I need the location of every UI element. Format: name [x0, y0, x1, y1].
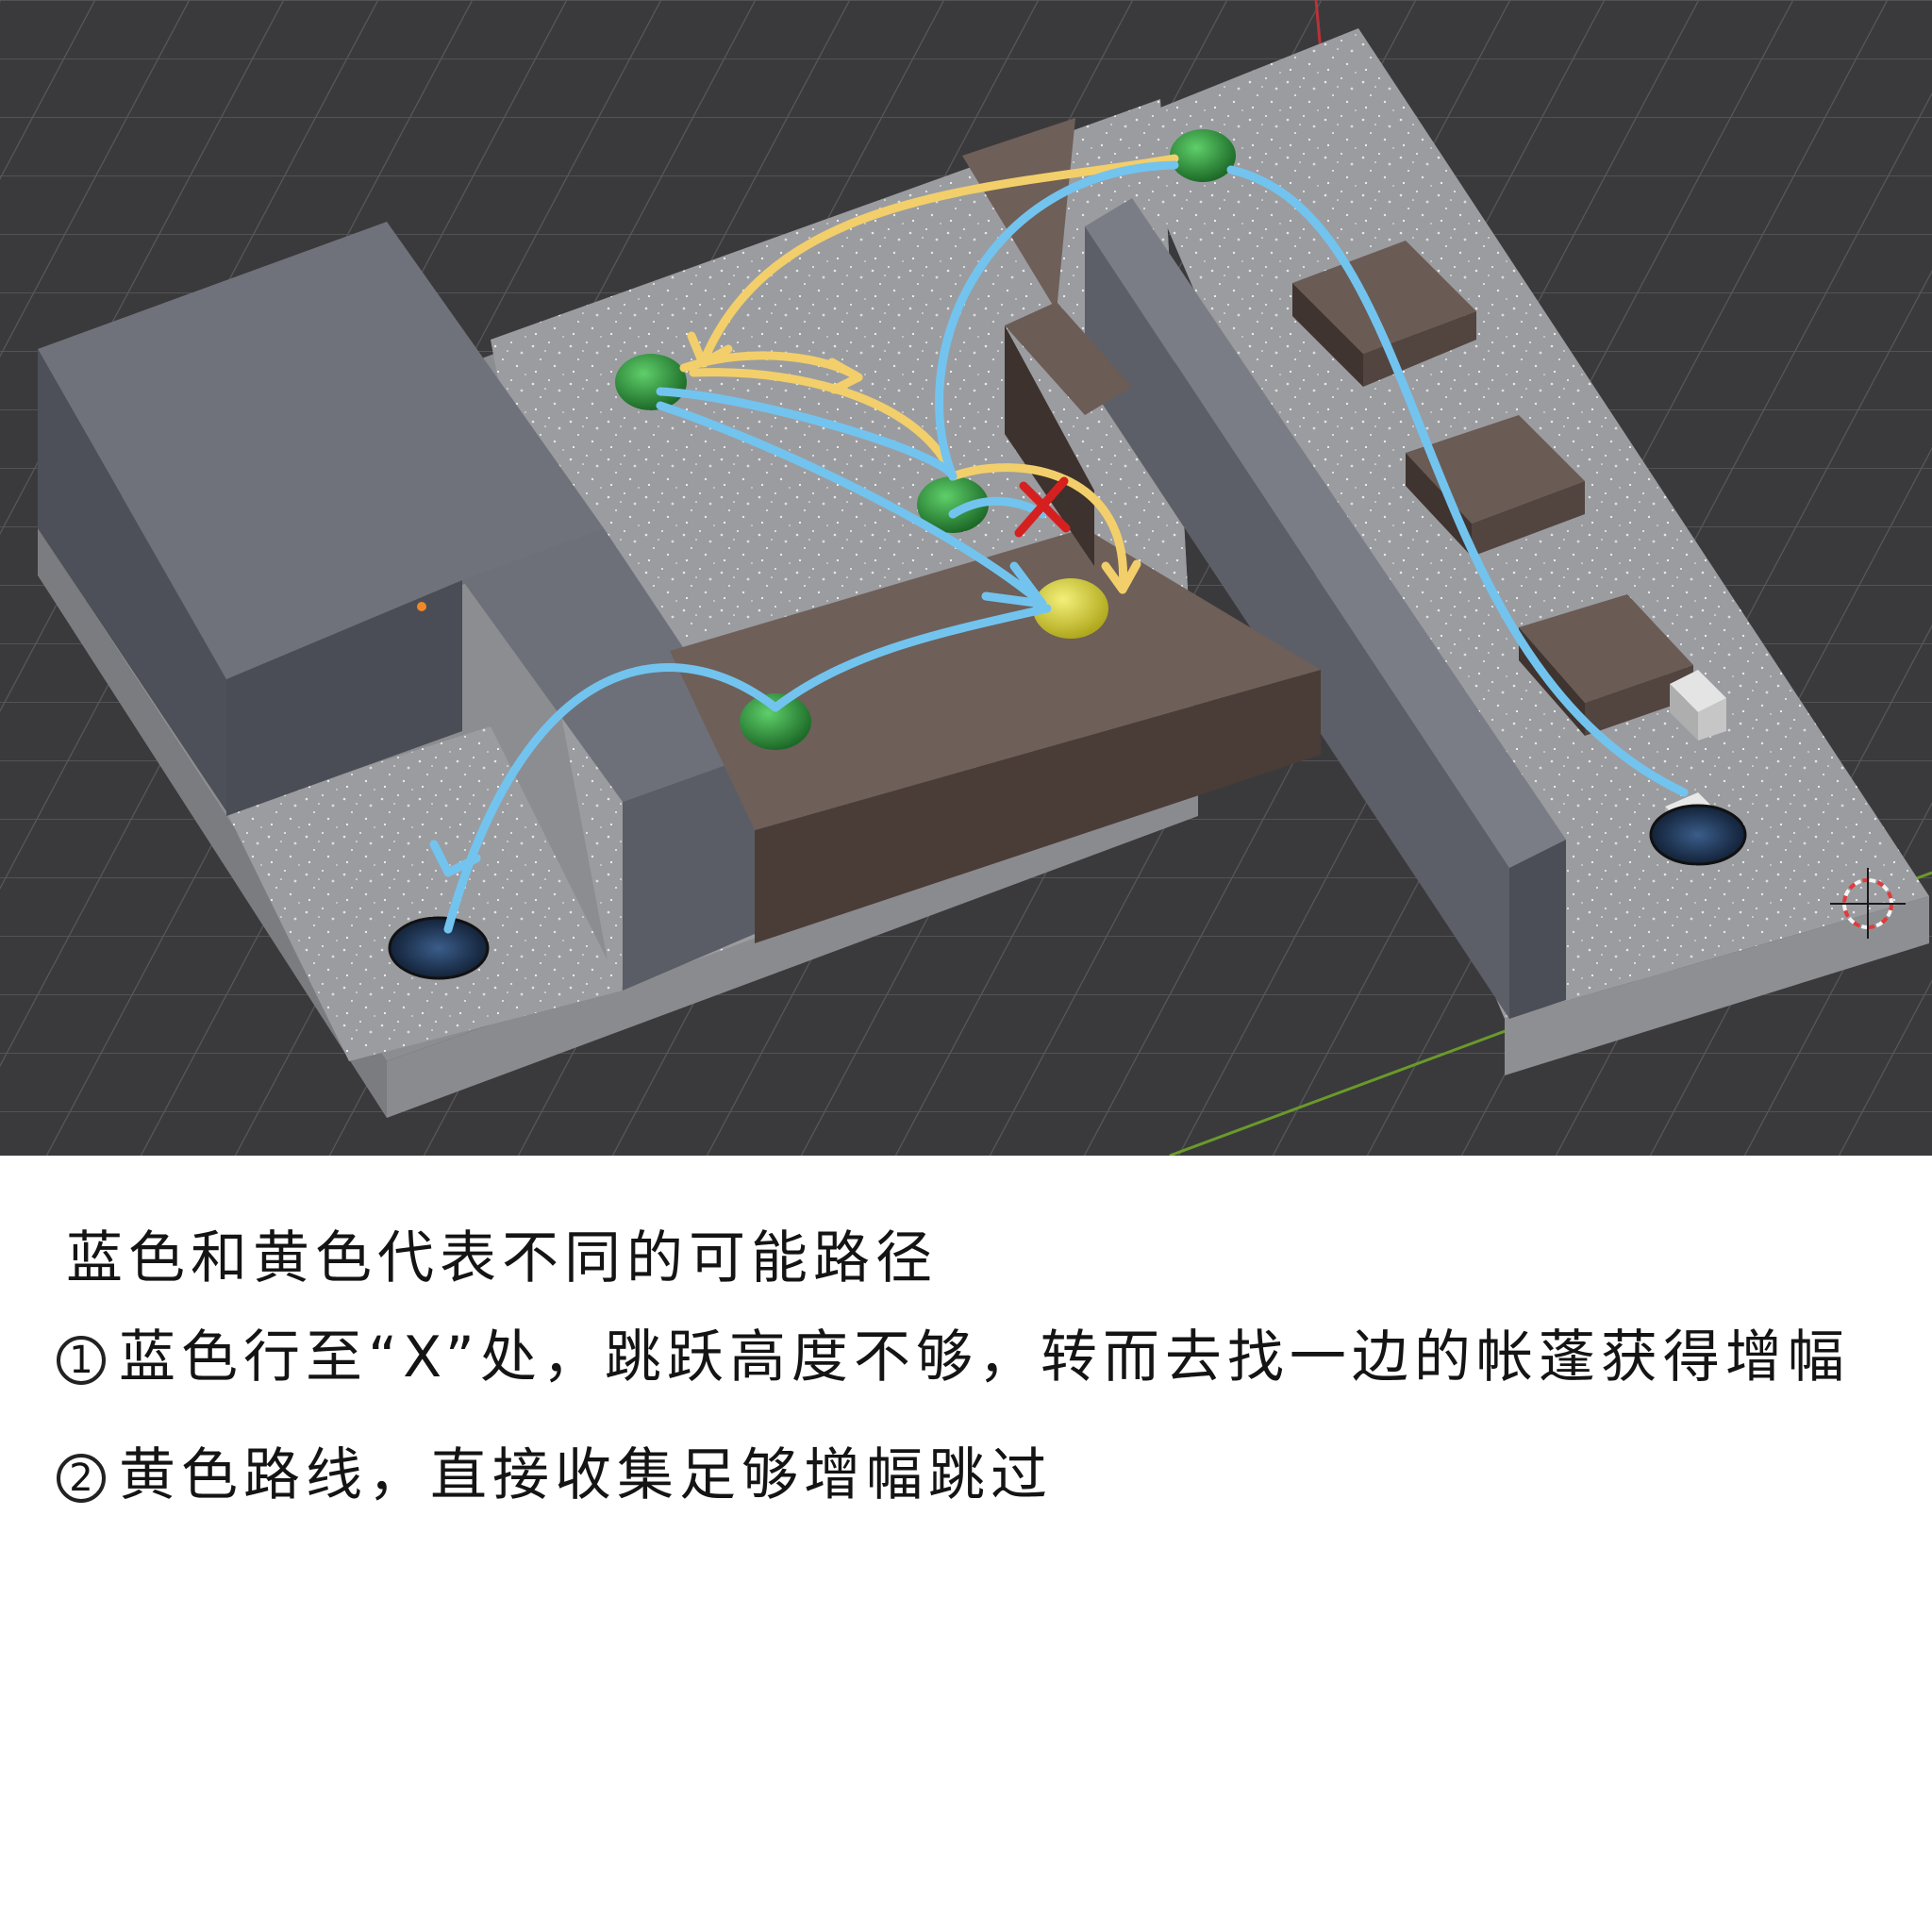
brown-crates: [1292, 241, 1693, 736]
gray-tower: [38, 222, 755, 991]
x-mark-icon: [1014, 476, 1071, 538]
yellow-path: [679, 154, 1179, 594]
note-text-2: 黄色路线，直接收集足够增幅跳过: [119, 1442, 1053, 1508]
note-line-2: 2 黄色路线，直接收集足够增幅跳过: [57, 1429, 1053, 1511]
brown-block: [670, 118, 1321, 943]
light-source-icon: [417, 602, 426, 611]
lower-ledge: [226, 726, 623, 1061]
handwritten-notes: 蓝色和黄色代表不同的可能路径 1 蓝色行至“X”处，跳跃高度不够，转而去找一边的帐…: [0, 1156, 1932, 1932]
blue-path: [429, 160, 1689, 934]
note-number-2: 2: [57, 1454, 106, 1504]
3d-viewport: [0, 0, 1932, 1156]
boost-orbs: [615, 129, 1236, 750]
note-line-1: 1 蓝色行至“X”处，跳跃高度不够，转而去找一边的帐蓬获得增幅: [57, 1311, 1850, 1393]
yellow-orb: [1033, 578, 1108, 639]
note-number-1: 1: [57, 1336, 106, 1386]
note-text-1: 蓝色行至“X”处，跳跃高度不够，转而去找一边的帐蓬获得增幅: [119, 1324, 1850, 1391]
3d-cursor-icon: [1830, 868, 1906, 939]
portal-hole-icon: [388, 804, 1747, 980]
notes-title: 蓝色和黄色代表不同的可能路径: [66, 1225, 938, 1291]
gray-wall: [1085, 198, 1566, 1019]
